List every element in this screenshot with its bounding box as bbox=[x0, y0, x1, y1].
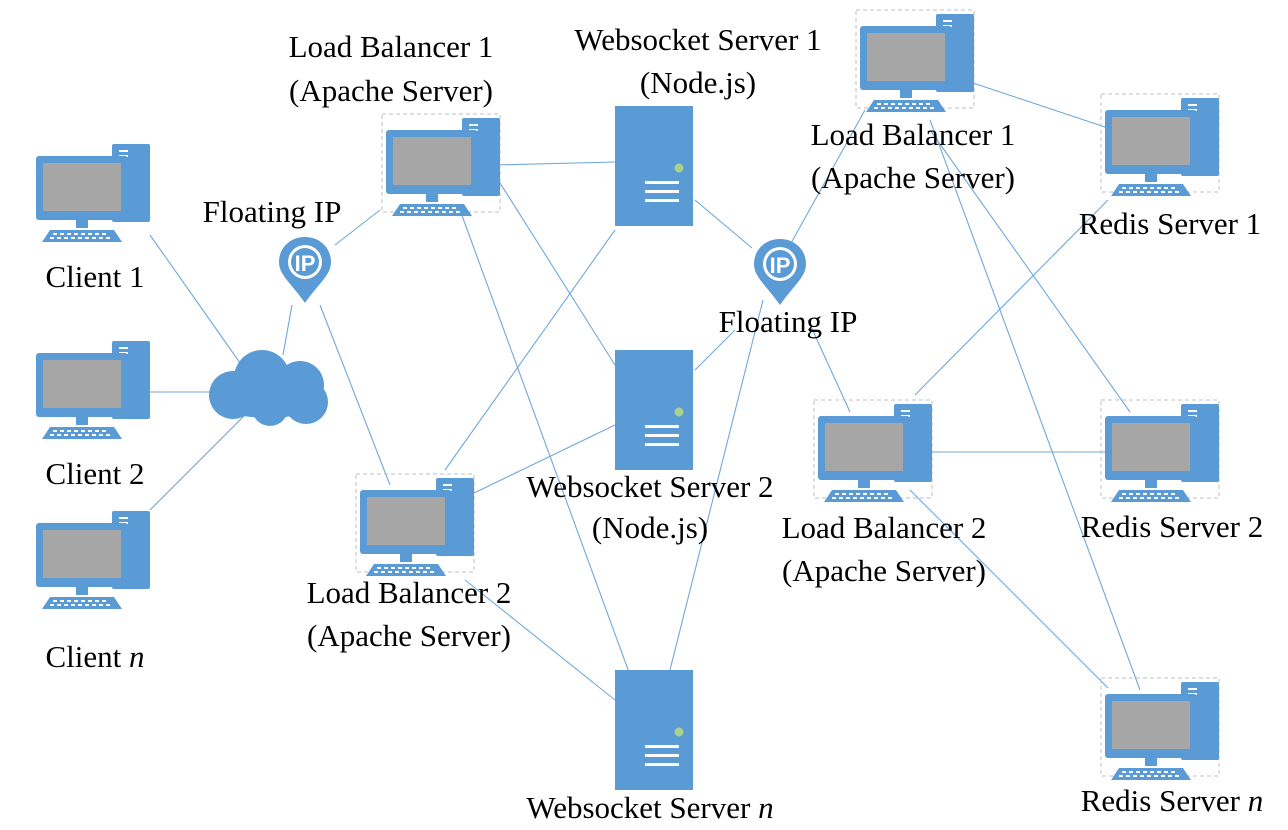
lb1-right-computer-icon bbox=[860, 14, 974, 112]
client-2-computer-icon bbox=[36, 341, 150, 439]
client-n-computer-icon bbox=[36, 511, 150, 609]
lb1-right-label-line1: Load Balancer 1 bbox=[811, 117, 1016, 152]
connections bbox=[149, 81, 1141, 701]
floating-ip-right-label: Floating IP bbox=[719, 304, 858, 339]
client-1-label: Client 1 bbox=[45, 259, 144, 294]
ip-badge-text: IP bbox=[770, 253, 791, 278]
wsn-label: Websocket Server n bbox=[526, 790, 773, 825]
redis-2-label: Redis Server 2 bbox=[1081, 509, 1264, 544]
redis-n-computer-icon bbox=[1105, 682, 1219, 780]
ws2-server-icon bbox=[615, 350, 693, 470]
lb2-right-label-line1: Load Balancer 2 bbox=[782, 510, 987, 545]
redis-1-computer-icon bbox=[1105, 98, 1219, 196]
lb1-left-computer-icon bbox=[386, 118, 500, 216]
ws1-server-icon bbox=[615, 106, 693, 226]
lb2-left-label-line2: (Apache Server) bbox=[307, 618, 511, 653]
ws1-label-line2: (Node.js) bbox=[640, 65, 756, 100]
lb2-left-label-line1: Load Balancer 2 bbox=[307, 575, 512, 610]
floating-ip-right-pin-icon: IP bbox=[754, 239, 806, 305]
wsn-server-icon bbox=[615, 670, 693, 790]
internet-cloud-icon bbox=[209, 350, 328, 426]
ws1-label-line1: Websocket Server 1 bbox=[574, 22, 821, 57]
labels: Client 1 Client 2 Client n Floating IP F… bbox=[45, 22, 1263, 825]
lb2-left-computer-icon bbox=[360, 478, 474, 576]
lb2-right-computer-icon bbox=[818, 404, 932, 502]
ws2-label-line2: (Node.js) bbox=[592, 510, 708, 545]
redis-2-computer-icon bbox=[1105, 404, 1219, 502]
floating-ip-left-pin-icon: IP bbox=[279, 237, 331, 303]
lb2-right-label-line2: (Apache Server) bbox=[782, 553, 986, 588]
redis-1-label: Redis Server 1 bbox=[1079, 206, 1262, 241]
client-2-label: Client 2 bbox=[45, 456, 144, 491]
client-1-computer-icon bbox=[36, 144, 150, 242]
ws2-label-line1: Websocket Server 2 bbox=[526, 469, 773, 504]
redis-n-label: Redis Server n bbox=[1081, 783, 1264, 818]
lb1-right-label-line2: (Apache Server) bbox=[811, 160, 1015, 195]
lb1-left-label-line2: (Apache Server) bbox=[289, 73, 493, 108]
ip-badge-text: IP bbox=[295, 251, 316, 276]
lb1-left-label-line1: Load Balancer 1 bbox=[289, 29, 494, 64]
floating-ip-left-label: Floating IP bbox=[203, 194, 342, 229]
client-n-label: Client n bbox=[45, 639, 144, 674]
